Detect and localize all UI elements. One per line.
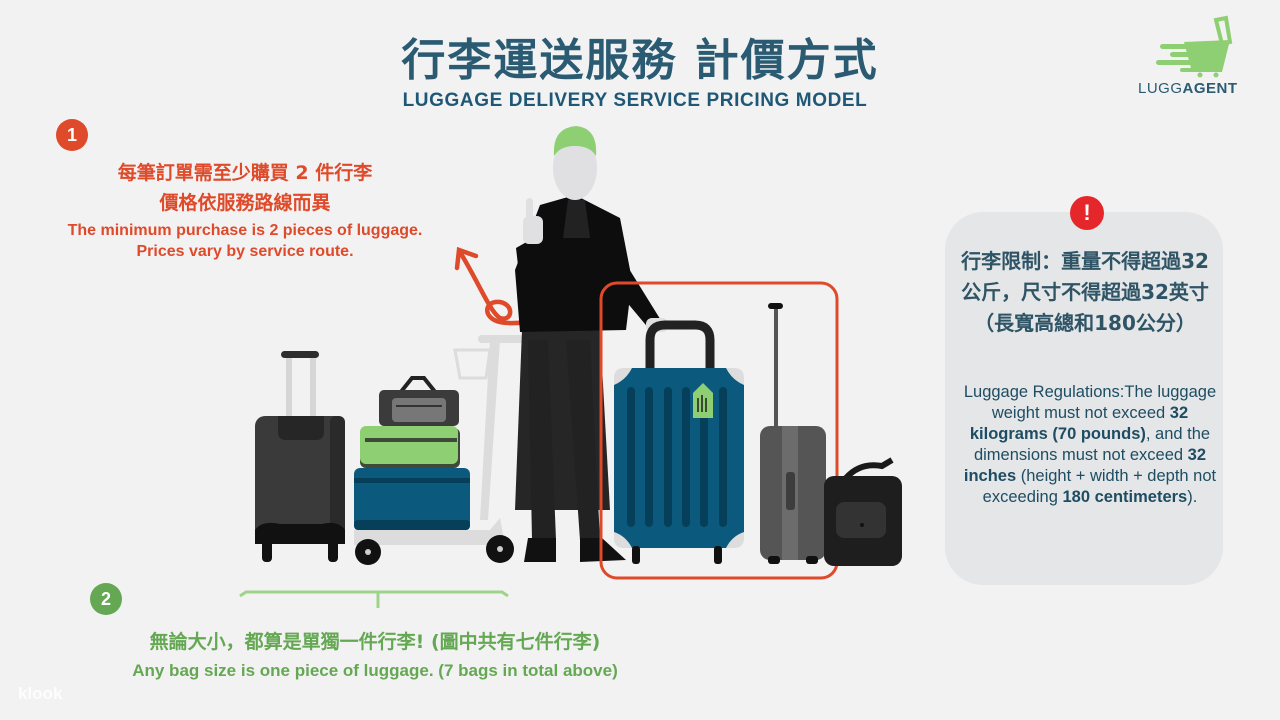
- step-badge-1: 1: [56, 119, 88, 151]
- exclamation-icon: !: [1070, 196, 1104, 230]
- black-suitcase-icon: [255, 351, 345, 562]
- page-title-zh: 行李運送服務 計價方式: [401, 35, 879, 86]
- gray-duffel-icon: [379, 376, 459, 426]
- highlight-frame: [599, 281, 839, 580]
- logo-text: LUGGAGENT: [1138, 80, 1238, 97]
- min-purchase-en: The minimum purchase is 2 pieces of lugg…: [67, 222, 423, 239]
- teal-case-icon: [354, 468, 470, 530]
- black-backpack-icon: [824, 457, 902, 566]
- luggage-rules-card: [945, 212, 1223, 585]
- rules-text-en: Luggage Regulations:The luggage weight m…: [963, 383, 1217, 506]
- price-varies-en: Prices vary by service route.: [136, 243, 354, 260]
- bracket-line: [239, 590, 509, 608]
- any-size-note-zh: 無論大小，都算是單獨一件行李! (圖中共有七件行李): [149, 631, 601, 653]
- curly-arrow-icon: [454, 246, 583, 326]
- luggage-cart-illustration: [354, 335, 524, 565]
- price-varies-zh: 價格依服務路線而異: [159, 192, 331, 214]
- person-thumbs-up-icon: [515, 126, 668, 562]
- blue-suitcase-icon: [614, 320, 744, 564]
- klook-watermark: klook: [18, 684, 63, 703]
- rules-text-zh: 行李限制：重量不得超過32公斤，尺寸不得超過32英寸（長寬高總和180公分）: [961, 249, 1209, 335]
- gray-suitcase-icon: [760, 303, 826, 564]
- luggage-cart-icon: [1156, 15, 1233, 78]
- step-badge-2: 2: [90, 583, 122, 615]
- min-purchase-zh: 每筆訂單需至少購買 2 件行李: [117, 162, 373, 184]
- page-title-en: LUGGAGE DELIVERY SERVICE PRICING MODEL: [402, 90, 868, 111]
- green-case-icon: [360, 426, 460, 468]
- any-size-note-en: Any bag size is one piece of luggage. (7…: [132, 661, 618, 680]
- luggagent-logo: LUGGAGENT: [1130, 14, 1260, 104]
